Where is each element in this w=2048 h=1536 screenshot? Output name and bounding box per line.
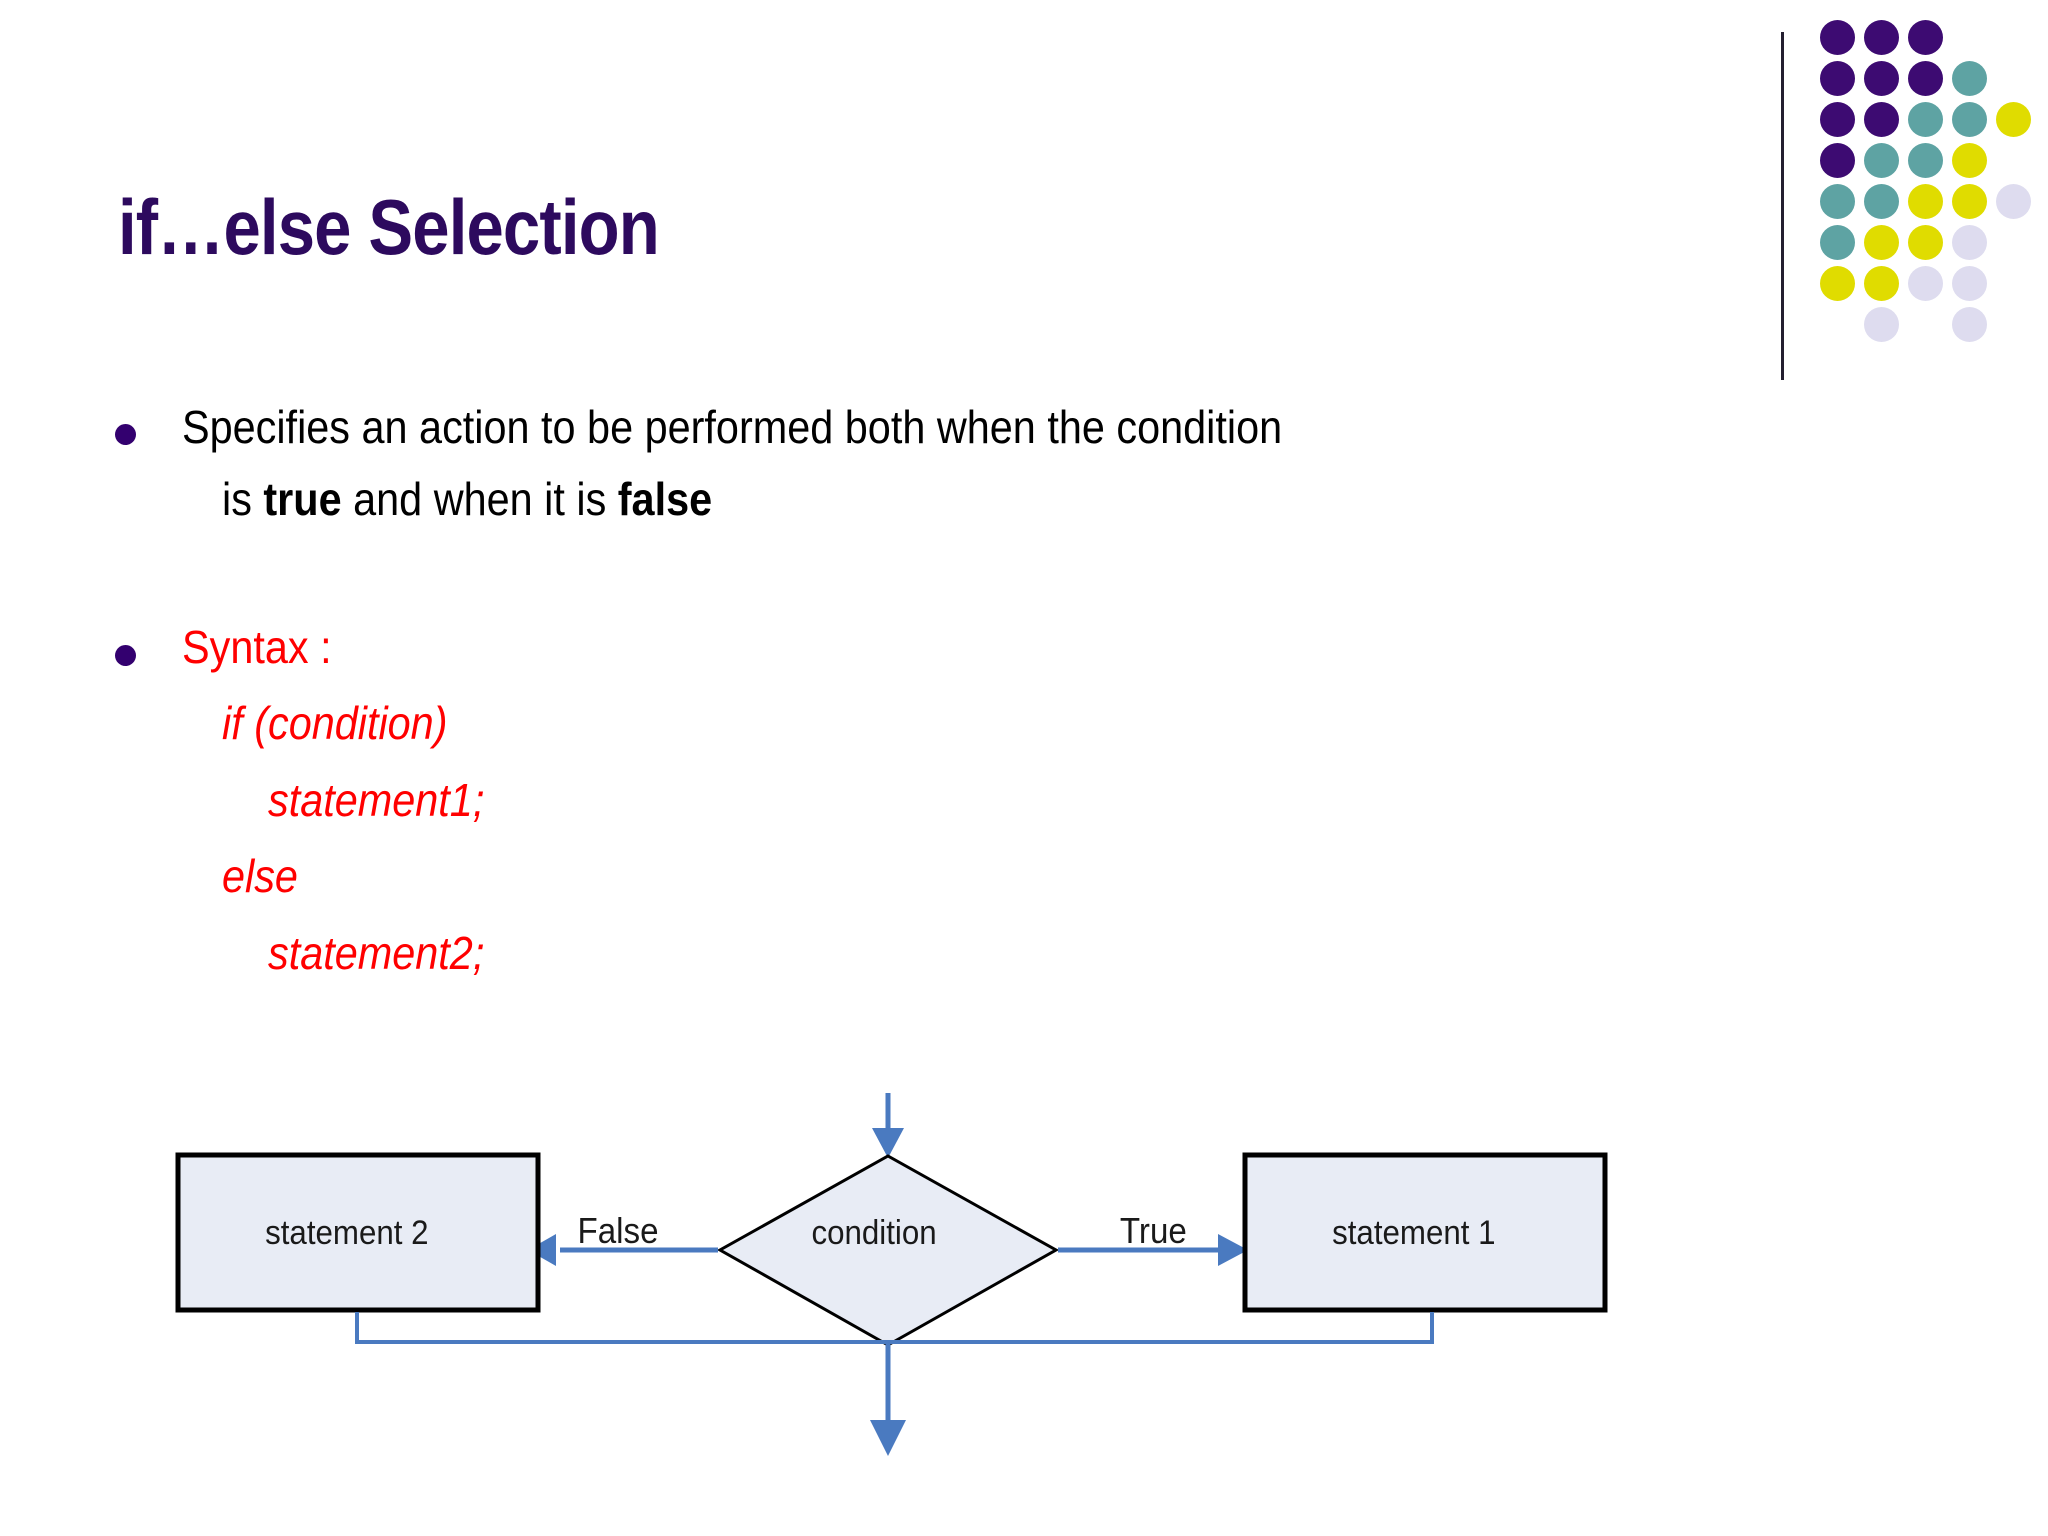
logo-dot-lavender (1952, 266, 1987, 301)
logo-dot-purple (1820, 20, 1855, 55)
logo-dot-yellow (1908, 225, 1943, 260)
bullet-1-line-1: Specifies an action to be performed both… (182, 401, 1283, 453)
page-title: if…else Selection (118, 183, 660, 271)
logo-dot-teal (1952, 61, 1987, 96)
logo-dot-yellow (1864, 225, 1899, 260)
logo-dot-purple (1820, 61, 1855, 96)
condition-label: condition (811, 1214, 937, 1252)
logo-dot-teal (1820, 225, 1855, 260)
logo-dot-teal (1864, 184, 1899, 219)
logo-dot-purple (1864, 61, 1899, 96)
syntax-code-line-4: statement2; (268, 927, 485, 979)
keyword-false: false (617, 473, 713, 525)
statement-2-label: statement 2 (265, 1214, 429, 1252)
true-branch-arrowhead (1218, 1234, 1248, 1266)
logo-dot-yellow (1952, 143, 1987, 178)
bullet-marker-1 (115, 424, 136, 445)
logo-dot-lavender (1864, 307, 1899, 342)
logo-dot-lavender (1952, 225, 1987, 260)
syntax-code-line-3: else (222, 850, 298, 902)
logo-dot-yellow (1820, 266, 1855, 301)
false-edge-label: False (577, 1210, 659, 1251)
bullet-1-line-2: is true and when it is false (222, 476, 712, 522)
logo-dot-purple (1864, 20, 1899, 55)
logo-dot-purple (1908, 61, 1943, 96)
keyword-true: true (263, 473, 342, 525)
logo-dot-purple (1820, 102, 1855, 137)
logo-dot-lavender (1908, 266, 1943, 301)
logo-dot-yellow (1996, 102, 2031, 137)
logo-dot-yellow (1864, 266, 1899, 301)
statement-1-label: statement 1 (1332, 1214, 1496, 1252)
logo-dot-purple (1864, 102, 1899, 137)
true-edge-label: True (1119, 1210, 1187, 1251)
logo-divider-line (1781, 32, 1784, 380)
flow-exit-arrowhead (870, 1420, 906, 1456)
logo-dot-teal (1908, 143, 1943, 178)
syntax-code-line-1: if (condition) (222, 697, 448, 749)
logo-dot-teal (1820, 184, 1855, 219)
bullet-1-line-2-part-a: is (222, 473, 264, 525)
logo-dot-lavender (1952, 307, 1987, 342)
logo-dot-purple (1908, 20, 1943, 55)
syntax-code-line-2: statement1; (268, 774, 485, 826)
logo-dot-teal (1864, 143, 1899, 178)
dot-matrix-logo (1820, 20, 2040, 350)
false-branch-arrowhead (528, 1234, 556, 1266)
bullet-1-line-2-part-c: and when it is (341, 473, 618, 525)
logo-dot-yellow (1908, 184, 1943, 219)
syntax-heading: Syntax : (182, 621, 332, 673)
logo-dot-teal (1952, 102, 1987, 137)
logo-dot-teal (1908, 102, 1943, 137)
bullet-marker-2 (115, 645, 136, 666)
logo-dot-yellow (1952, 184, 1987, 219)
logo-dot-lavender (1996, 184, 2031, 219)
flow-entry-arrowhead (872, 1128, 904, 1158)
logo-dot-purple (1820, 143, 1855, 178)
